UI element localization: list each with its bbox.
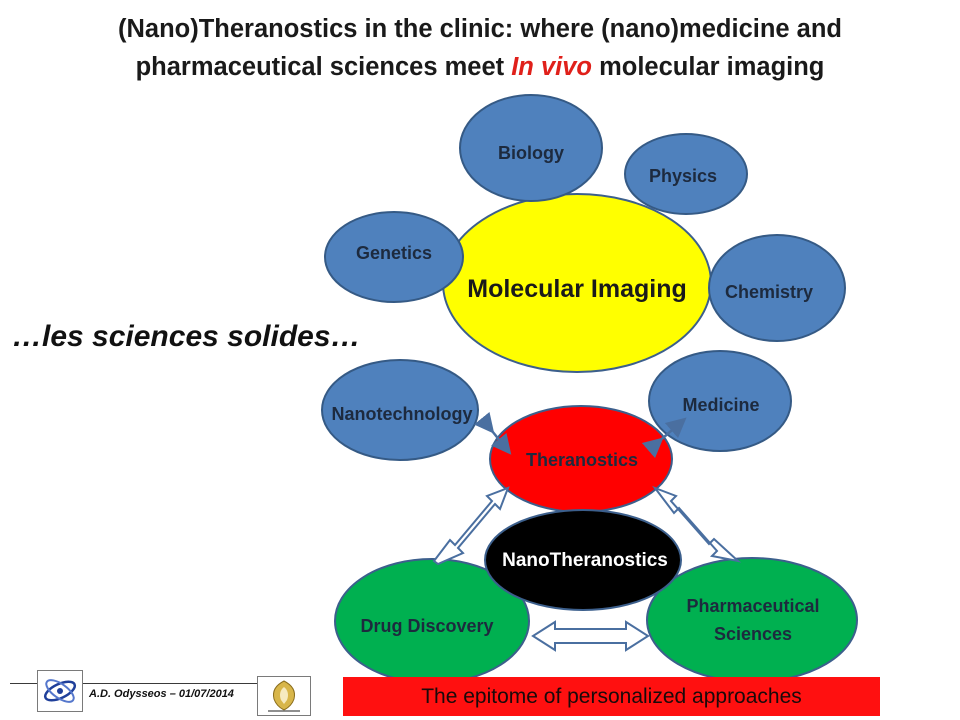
label-molecular-imaging: Molecular Imaging bbox=[467, 275, 686, 303]
government-seal bbox=[257, 676, 311, 716]
title-line-2-suffix: molecular imaging bbox=[592, 53, 825, 81]
title-line-2: pharmaceutical sciences meet In vivo mol… bbox=[0, 48, 960, 86]
node-genetics bbox=[324, 211, 464, 303]
node-nanotechnology bbox=[321, 359, 479, 461]
seal-icon bbox=[268, 680, 300, 712]
lab-logo bbox=[37, 670, 83, 712]
footer-divider bbox=[10, 683, 310, 684]
label-nanotheranostics: NanoTheranostics bbox=[502, 550, 668, 571]
arrow-pharma-theranostics bbox=[652, 485, 742, 563]
label-chemistry: Chemistry bbox=[725, 282, 813, 302]
label-genetics: Genetics bbox=[356, 243, 432, 263]
title-accent: In vivo bbox=[511, 53, 592, 81]
connector-nanotech-theranostics bbox=[473, 411, 512, 455]
slide-title: (Nano)Theranostics in the clinic: where … bbox=[0, 10, 960, 86]
node-nanotheranostics bbox=[484, 509, 682, 611]
label-theranostics: Theranostics bbox=[526, 450, 638, 470]
bottom-banner: The epitome of personalized approaches bbox=[343, 677, 880, 716]
label-pharma-line-1: Pharmaceutical bbox=[686, 596, 819, 616]
node-biology bbox=[459, 94, 603, 202]
tagline: …les sciences solides… bbox=[12, 320, 361, 353]
atom-logo-icon bbox=[43, 679, 77, 703]
connector-medicine-theranostics bbox=[641, 417, 687, 459]
arrow-drug-discovery-pharma bbox=[531, 620, 650, 652]
label-drug-discovery: Drug Discovery bbox=[360, 616, 493, 636]
node-pharmaceutical-sciences bbox=[646, 557, 858, 683]
label-physics: Physics bbox=[649, 166, 717, 186]
node-physics bbox=[624, 133, 748, 215]
node-chemistry bbox=[708, 234, 846, 342]
label-pharma-line-2: Sciences bbox=[714, 624, 792, 644]
footer-author-date: A.D. Odysseos – 01/07/2014 bbox=[89, 688, 234, 700]
label-biology: Biology bbox=[498, 143, 564, 163]
title-line-2-prefix: pharmaceutical sciences meet bbox=[135, 53, 512, 81]
label-nanotechnology: Nanotechnology bbox=[331, 404, 472, 424]
arrow-drug-discovery-theranostics bbox=[432, 486, 510, 566]
title-line-1: (Nano)Theranostics in the clinic: where … bbox=[117, 15, 843, 43]
label-medicine: Medicine bbox=[682, 395, 759, 415]
